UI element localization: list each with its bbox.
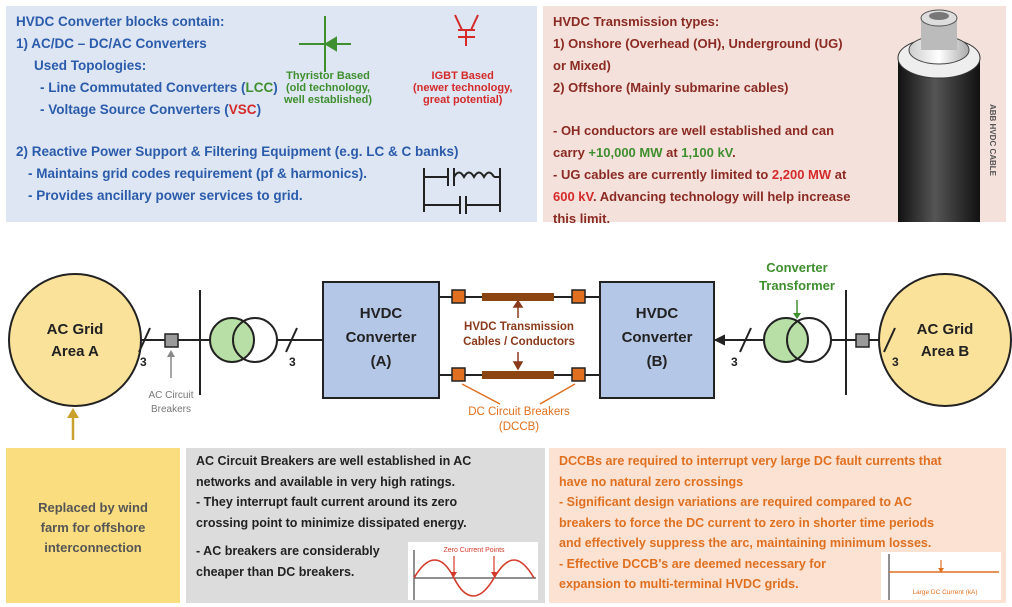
grid-a-label-2: Area A	[51, 343, 99, 360]
dc-note-6: - Effective DCCB's are deemed necessary …	[559, 557, 826, 571]
phase-label-a1: 3	[140, 355, 147, 369]
dc-current-plot: Large DC Current (kA)	[881, 552, 1001, 600]
cables-label-2: Cables / Conductors	[463, 336, 575, 348]
ug-line-1: - UG cables are currently limited to 2,2…	[553, 167, 847, 182]
wind-farm-line-2: farm for offshore	[40, 520, 146, 535]
dc-cable-top	[482, 293, 554, 301]
dc-note-3: - Significant design variations are requ…	[559, 495, 913, 509]
ug-line-2: 600 kV. Advancing technology will help i…	[553, 189, 851, 204]
vsc-line: - Voltage Source Converters (VSC)	[40, 102, 262, 117]
ac-breaker-b	[855, 333, 870, 348]
ac-note-5: - AC breakers are considerably	[196, 544, 380, 558]
ac-breaker-a	[164, 333, 179, 348]
hvdc-converter-b: HVDC Converter (B)	[599, 281, 715, 399]
transmission-type-2: 2) Offshore (Mainly submarine cables)	[553, 80, 789, 95]
oh-capacity: +10,000 MW	[588, 145, 663, 160]
dc-breaker-bottom-a	[451, 367, 466, 382]
converter-info-panel: HVDC Converter blocks contain: 1) AC/DC …	[6, 6, 537, 222]
thyristor-caption: Thyristor Based (old technology, well es…	[284, 70, 373, 106]
lcc-abbr: LCC	[245, 80, 274, 95]
dc-note-1: DCCBs are required to interrupt very lar…	[559, 454, 942, 468]
igbt-caption: IGBT Based (newer technology, great pote…	[413, 70, 513, 106]
oh-line-1: - OH conductors are well established and…	[553, 123, 835, 138]
cables-label-1: HVDC Transmission	[464, 321, 574, 333]
hvdc-converter-a: HVDC Converter (A)	[322, 281, 440, 399]
dc-cable-bottom	[482, 371, 554, 379]
cable-side-text: ABB HVDC CABLE	[988, 104, 997, 177]
converter-b-label-3: (B)	[647, 353, 668, 370]
left-ac-feeder	[138, 290, 323, 395]
ac-note-3: - They interrupt fault current around it…	[196, 495, 458, 509]
converter-item-2a: - Maintains grid codes requirement (pf &…	[28, 166, 368, 181]
large-dc-label: Large DC Current (kA)	[912, 589, 977, 596]
ac-note-6: cheaper than DC breakers.	[196, 565, 355, 579]
right-ac-feeder	[713, 290, 896, 395]
ac-grid-a: AC Grid Area A	[8, 273, 142, 407]
oh-line-2: carry +10,000 MW at 1,100 kV.	[553, 145, 736, 160]
grid-replace-arrow-head	[67, 408, 79, 418]
ug-voltage: 600 kV	[553, 189, 594, 204]
ac-sine-wave	[413, 559, 535, 597]
converter-a-label-2: Converter	[346, 329, 417, 346]
converter-a-label-1: HVDC	[360, 305, 403, 322]
grid-b-label-1: AC Grid	[917, 321, 974, 338]
phase-label-b2: 3	[892, 355, 899, 369]
transmission-type-1b: or Mixed)	[553, 58, 611, 73]
grid-b-label-2: Area B	[921, 343, 970, 360]
dc-note-5: and effectively suppress the arc, mainta…	[559, 536, 932, 550]
transmission-type-1a: 1) Onshore (Overhead (OH), Underground (…	[553, 36, 843, 51]
transmission-heading: HVDC Transmission types:	[553, 14, 720, 29]
ac-cb-label-2: Breakers	[151, 404, 191, 415]
dccb-note: DCCBs are required to interrupt very lar…	[549, 448, 1006, 603]
ac-cb-arrow-head	[167, 350, 175, 357]
wind-farm-line-3: interconnection	[44, 540, 142, 555]
transformer-b	[763, 317, 832, 363]
ac-breaker-note: AC Circuit Breakers are well established…	[186, 448, 545, 603]
lcc-line: - Line Commutated Converters (LCC)	[40, 80, 278, 95]
wind-farm-note: Replaced by wind farm for offshore inter…	[6, 448, 180, 603]
igbt-icon	[454, 14, 479, 46]
phase-label-a2: 3	[289, 355, 296, 369]
transformer-label-1: Converter	[766, 260, 827, 275]
wind-farm-line-1: Replaced by wind	[38, 500, 148, 515]
dc-breaker-top-a	[451, 289, 466, 304]
converter-item-2b: - Provides ancillary power services to g…	[28, 188, 303, 203]
ac-note-2: networks and available in very high rati…	[196, 475, 456, 489]
thyristor-icon	[299, 16, 351, 72]
ug-capacity: 2,200 MW	[771, 167, 832, 182]
dccb-label-1: DC Circuit Breakers	[468, 406, 570, 418]
ac-note-4: crossing point to minimize dissipated en…	[196, 516, 467, 530]
dccb-label-2: (DCCB)	[499, 421, 539, 433]
cable-label-arrows	[512, 299, 524, 371]
dc-note-2: have no natural zero crossings	[559, 475, 744, 489]
filter-bank-icon	[423, 168, 501, 214]
used-topologies-label: Used Topologies:	[34, 58, 147, 73]
dc-breaker-bottom-b	[571, 367, 586, 382]
dc-breaker-top-b	[571, 289, 586, 304]
vsc-abbr: VSC	[228, 102, 257, 117]
converter-a-label-3: (A)	[371, 353, 392, 370]
ug-line-3: this limit.	[553, 211, 611, 226]
dc-note-7: expansion to multi-terminal HVDC grids.	[559, 577, 799, 591]
ac-grid-b: AC Grid Area B	[878, 273, 1012, 407]
grid-a-label-1: AC Grid	[47, 321, 104, 338]
dc-note-4: breakers to force the DC current to zero…	[559, 516, 935, 530]
oh-voltage: 1,100 kV	[681, 145, 733, 160]
zero-points-label: Zero Current Points	[443, 547, 505, 554]
transformer-a	[209, 317, 278, 363]
dccb-label-arrows	[461, 383, 576, 405]
converter-b-label-1: HVDC	[636, 305, 679, 322]
converter-heading: HVDC Converter blocks contain:	[16, 14, 225, 29]
phase-label-b1: 3	[731, 355, 738, 369]
transformer-arrow-head	[793, 313, 801, 319]
ac-cb-label-1: AC Circuit	[148, 390, 193, 401]
zero-crossing-plot: Zero Current Points	[408, 542, 538, 600]
converter-item-2: 2) Reactive Power Support & Filtering Eq…	[16, 144, 459, 159]
ac-note-1: AC Circuit Breakers are well established…	[196, 454, 472, 468]
transformer-label-2: Transformer	[759, 278, 835, 293]
converter-item-1: 1) AC/DC – DC/AC Converters	[16, 36, 207, 51]
converter-b-label-2: Converter	[622, 329, 693, 346]
cable-cross-section-image	[897, 9, 981, 222]
